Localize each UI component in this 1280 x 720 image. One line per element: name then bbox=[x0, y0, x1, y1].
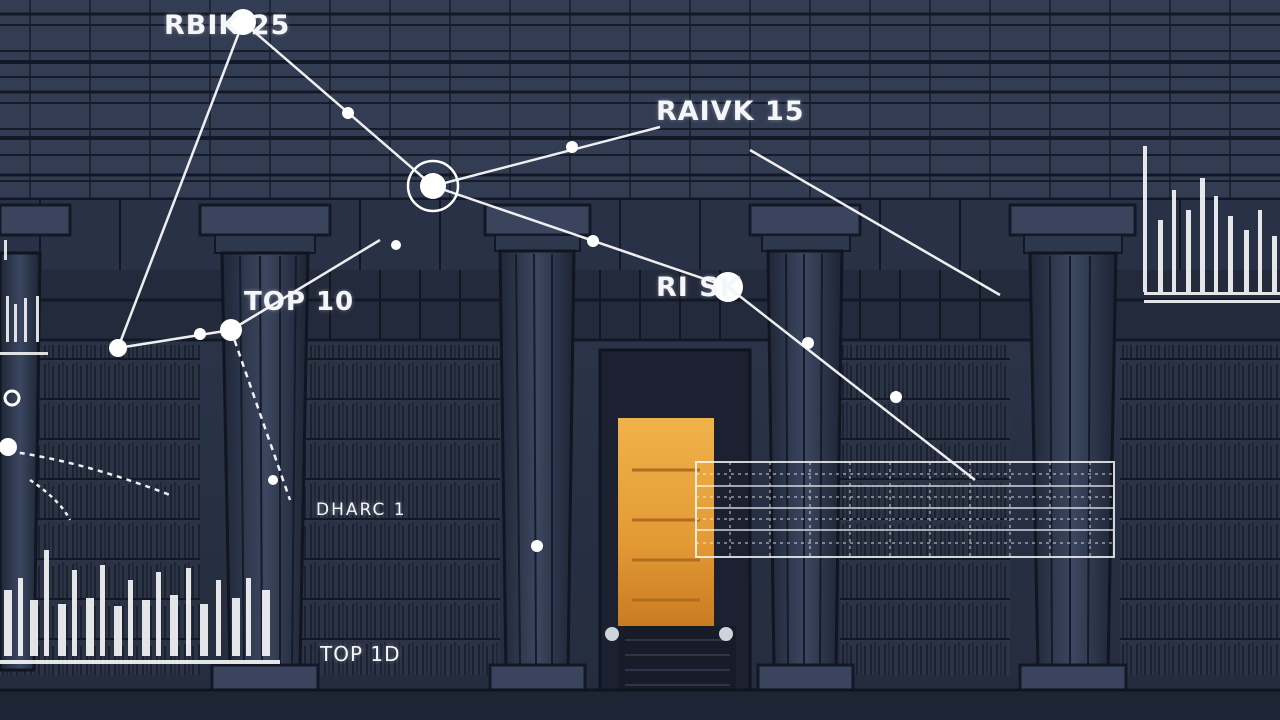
rank-label-25: RBIK 25 bbox=[164, 10, 291, 41]
rank-label-15: RAIVK 15 bbox=[656, 96, 805, 127]
column bbox=[0, 203, 72, 672]
bar-chart-edge bbox=[0, 240, 48, 355]
rank-label-mid: RI SK bbox=[656, 272, 742, 303]
column bbox=[748, 203, 862, 692]
columns bbox=[0, 203, 1137, 692]
column bbox=[1008, 203, 1137, 692]
doorway bbox=[598, 348, 752, 696]
top-10-label-lower: TOP 1D bbox=[320, 642, 401, 666]
network-overlay bbox=[0, 21, 1001, 521]
bar-chart-right bbox=[1143, 146, 1280, 303]
top-10-label-upper: TOP 10 bbox=[244, 287, 355, 317]
column bbox=[483, 203, 592, 692]
bar-chart-left bbox=[0, 550, 280, 664]
column bbox=[198, 203, 332, 692]
floor bbox=[0, 690, 1280, 720]
chart-1-label: DHARC 1 bbox=[316, 500, 407, 520]
network-nodes bbox=[0, 9, 902, 552]
data-table-panel bbox=[695, 461, 1115, 558]
